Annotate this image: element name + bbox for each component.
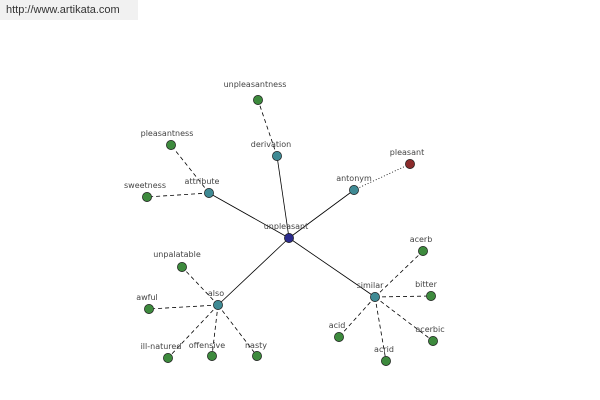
edge-similar-acerbic <box>374 296 434 342</box>
node-label-ill-natured: ill-natured <box>141 342 182 351</box>
edges-layer <box>146 99 434 362</box>
node-nasty[interactable] <box>252 351 262 361</box>
node-ill-natured[interactable] <box>163 353 173 363</box>
node-label-awful: awful <box>136 293 158 302</box>
node-label-pleasantness: pleasantness <box>141 129 194 138</box>
node-label-acerbic: acerbic <box>415 325 444 334</box>
edge-similar-bitter <box>374 295 432 298</box>
node-pleasant[interactable] <box>405 159 415 169</box>
node-label-also: also <box>208 289 224 298</box>
edge-unpleasant-derivation <box>276 155 290 239</box>
node-sweetness[interactable] <box>142 192 152 202</box>
edge-unpleasant-attribute <box>208 192 290 239</box>
node-label-pleasant: pleasant <box>390 148 424 157</box>
edge-also-awful <box>148 304 219 310</box>
node-antonym[interactable] <box>349 185 359 195</box>
nodes-layer <box>142 95 438 366</box>
edge-also-offensive <box>211 304 219 357</box>
node-acerbic[interactable] <box>428 336 438 346</box>
node-pleasantness[interactable] <box>166 140 176 150</box>
edge-also-ill-natured <box>167 304 219 359</box>
node-also[interactable] <box>213 300 223 310</box>
node-label-bitter: bitter <box>415 280 437 289</box>
edge-unpleasant-also <box>217 237 290 306</box>
node-offensive[interactable] <box>207 351 217 361</box>
node-label-attribute: attribute <box>185 177 220 186</box>
node-awful[interactable] <box>144 304 154 314</box>
node-unpleasant[interactable] <box>284 233 294 243</box>
node-label-derivation: derivation <box>251 140 291 149</box>
edge-similar-acid <box>338 296 376 338</box>
edge-unpleasant-similar <box>288 237 376 298</box>
node-unpleasantness[interactable] <box>253 95 263 105</box>
node-label-offensive: offensive <box>189 341 226 350</box>
node-acerb[interactable] <box>418 246 428 256</box>
node-label-unpleasant: unpleasant <box>264 222 309 231</box>
node-label-sweetness: sweetness <box>124 181 166 190</box>
node-label-nasty: nasty <box>245 341 267 350</box>
edge-similar-acrid <box>374 296 387 362</box>
edge-attribute-pleasantness <box>170 144 210 194</box>
edge-unpleasant-antonym <box>288 189 355 239</box>
node-label-antonym: antonym <box>336 174 372 183</box>
node-label-similar: similar <box>357 281 385 290</box>
url-banner: http://www.artikata.com <box>0 0 138 20</box>
site-url-link[interactable]: http://www.artikata.com <box>6 4 120 16</box>
node-attribute[interactable] <box>204 188 214 198</box>
node-label-unpleasantness: unpleasantness <box>224 80 287 89</box>
edge-antonym-pleasant <box>353 163 411 191</box>
node-unpalatable[interactable] <box>177 262 187 272</box>
labels-layer: unpleasant derivation antonym attribute also… <box>124 80 445 354</box>
node-bitter[interactable] <box>426 291 436 301</box>
node-similar[interactable] <box>370 292 380 302</box>
node-label-acrid: acrid <box>374 345 394 354</box>
edge-also-nasty <box>217 304 258 357</box>
node-acrid[interactable] <box>381 356 391 366</box>
edge-derivation-unpleasantness <box>257 99 278 157</box>
edge-attribute-sweetness <box>146 192 210 198</box>
edge-similar-acerb <box>374 250 424 298</box>
node-label-acid: acid <box>329 321 346 330</box>
node-label-acerb: acerb <box>410 235 433 244</box>
node-acid[interactable] <box>334 332 344 342</box>
node-label-unpalatable: unpalatable <box>153 250 201 259</box>
node-derivation[interactable] <box>272 151 282 161</box>
edge-also-unpalatable <box>181 266 219 306</box>
